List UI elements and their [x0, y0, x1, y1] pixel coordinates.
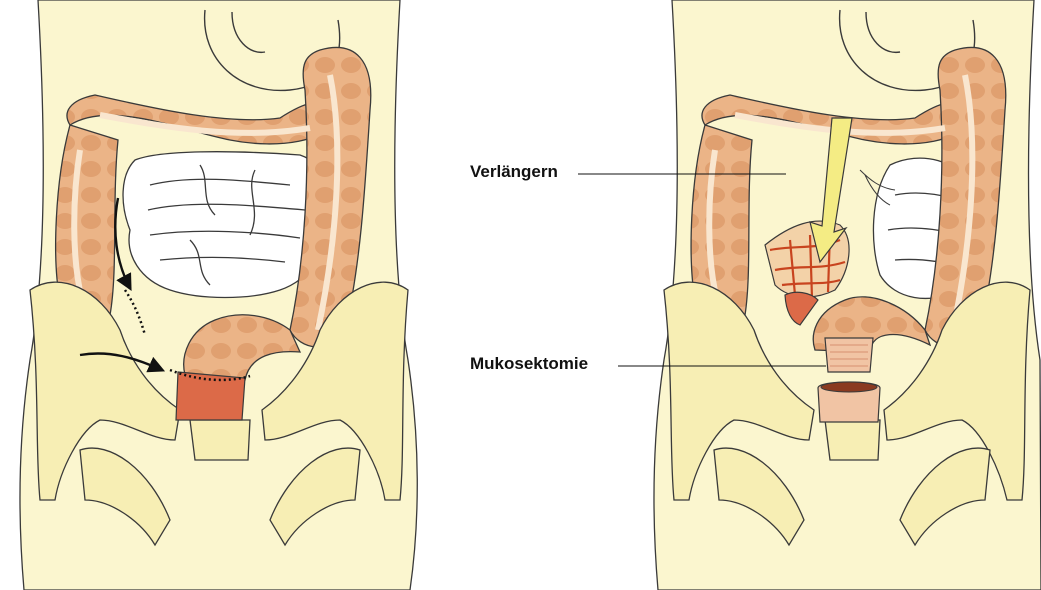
mucosectomy-label: Mukosektomie	[470, 354, 588, 374]
lengthen-label: Verlängern	[470, 162, 558, 182]
left-figure	[20, 0, 417, 590]
left-small-intestine	[123, 152, 328, 298]
rectal-sleeve	[825, 338, 873, 372]
right-figure	[578, 0, 1041, 590]
